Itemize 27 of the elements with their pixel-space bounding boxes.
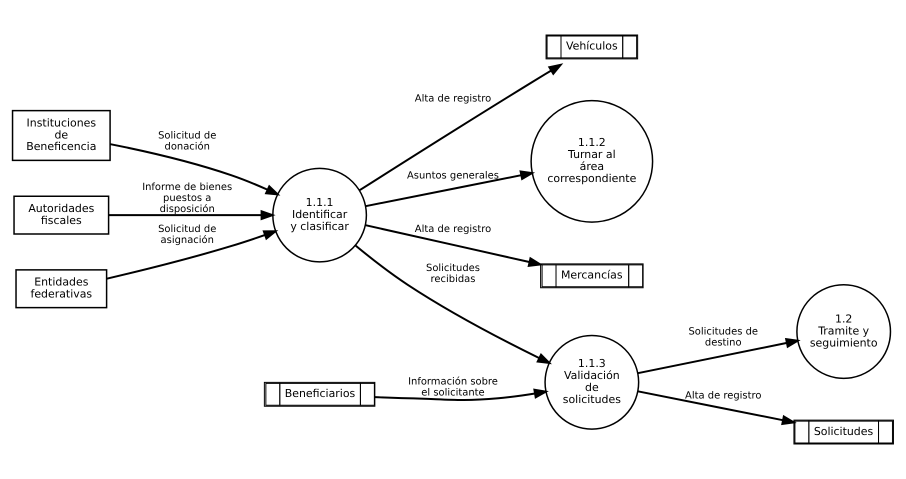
edge-label: Informe de bienes puestos a disposición [142,182,232,216]
node-circle: 1.1.3 Validación de solicitudes [544,334,640,430]
node-circle: 1.1.1 Identificar y clasificar [272,168,368,263]
edge-label: Solicitudes de destino [688,326,758,349]
arrow [365,170,536,208]
edge-label: Solicitud de asignación [158,224,216,246]
edge-label: Alta de registro [685,390,762,402]
node-box: Entidades federativas [15,269,108,308]
node-circle: 1.1.2 Turnar al área correspondiente [530,100,654,223]
arrow [108,210,276,220]
edge-label: Alta de registro [414,94,492,105]
node-box: Autoridades fiscales [13,195,110,235]
arrow [106,230,278,280]
arrow [638,390,797,426]
node-circle: 1.2 Tramite y seguimiento [796,284,892,380]
edge-label: Asuntos generales [407,170,499,182]
arrow [365,224,544,267]
arrow [638,338,801,374]
edge-label: Solicitudes recibidas [426,262,480,285]
edge-label: Alta de registro [414,224,492,236]
edge-label: Solicitud de donación [158,130,216,152]
arrow [374,388,549,401]
node-box: Instituciones de Beneficencia [12,110,111,162]
arrow [110,143,280,196]
arrow [354,244,552,364]
edge-label: Información sobre el solicitante [408,376,498,398]
arrow [359,63,564,192]
